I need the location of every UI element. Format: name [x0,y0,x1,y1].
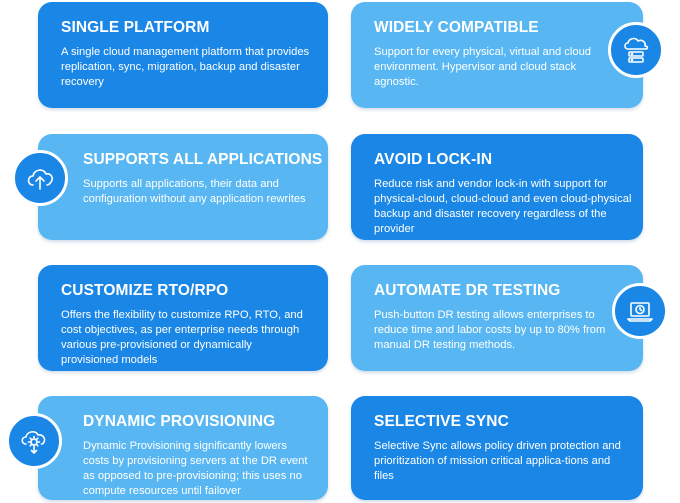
feature-card-dynamic-provisioning: DYNAMIC PROVISIONING Dynamic Provisionin… [38,396,328,500]
feature-description: Offers the flexibility to customize RPO,… [61,309,303,366]
feature-card-avoid-lock-in: AVOID LOCK-IN Reduce risk and vendor loc… [351,134,643,240]
cloud-upload-icon [12,150,68,206]
laptop-clock-icon [612,283,668,339]
feature-card-automate-dr-testing: AUTOMATE DR TESTING Push-button DR testi… [351,265,643,371]
feature-description: Support for every physical, virtual and … [374,46,592,88]
feature-description: Push-button DR testing allows enterprise… [374,309,606,351]
feature-title: AVOID LOCK-IN [374,151,493,168]
feature-title: WIDELY COMPATIBLE [374,19,539,36]
feature-description: Selective Sync allows policy driven prot… [374,440,621,482]
feature-title: CUSTOMIZE RTO/RPO [61,282,229,299]
feature-card-single-platform: SINGLE PLATFORM A single cloud managemen… [38,2,328,108]
feature-title: SELECTIVE SYNC [374,413,509,430]
feature-title: DYNAMIC PROVISIONING [83,413,276,430]
feature-description: Reduce risk and vendor lock-in with supp… [374,178,632,235]
feature-title: AUTOMATE DR TESTING [374,282,561,299]
feature-card-selective-sync: SELECTIVE SYNC Selective Sync allows pol… [351,396,643,500]
cloud-server-icon [608,22,664,78]
feature-title: SINGLE PLATFORM [61,19,210,36]
feature-description: A single cloud management platform that … [61,46,310,88]
feature-title: SUPPORTS ALL APPLICATIONS [83,151,323,168]
feature-description: Supports all applications, their data an… [83,178,306,205]
feature-description: Dynamic Provisioning significantly lower… [83,440,308,497]
feature-card-customize-rto-rpo: CUSTOMIZE RTO/RPO Offers the flexibility… [38,265,328,371]
feature-card-widely-compatible: WIDELY COMPATIBLE Support for every phys… [351,2,643,108]
feature-card-supports-all-applications: SUPPORTS ALL APPLICATIONS Supports all a… [38,134,328,240]
cloud-gear-icon [6,413,62,469]
